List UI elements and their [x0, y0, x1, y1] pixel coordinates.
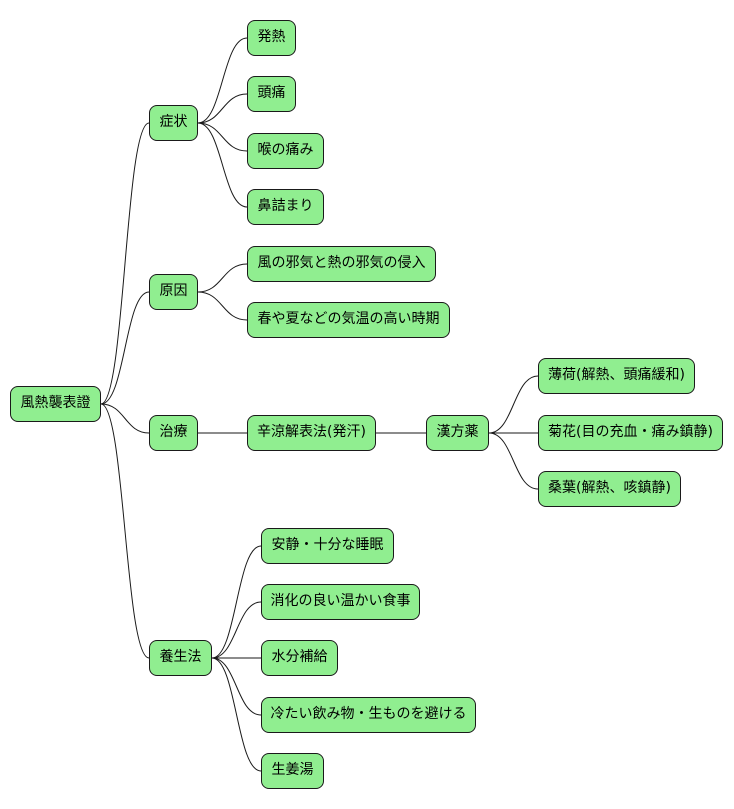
edge-branch-symptoms-to-symptom-fever — [197, 37, 248, 124]
selfcare-rest-sleep: 安静・十分な睡眠 — [261, 528, 394, 564]
herb-chrysanthemum: 菊花(目の充血・痛み鎮静) — [538, 415, 723, 451]
branch-symptoms: 症状 — [149, 105, 198, 141]
edge-root-node-to-branch-symptoms — [100, 122, 150, 405]
symptom-fever: 発熱 — [247, 20, 296, 56]
treatment-herbs-group: 漢方薬 — [426, 415, 489, 451]
herb-mulberry-leaf: 桑葉(解熱、咳鎮静) — [538, 471, 681, 507]
edge-branch-self-care-to-selfcare-rest-sleep — [211, 545, 262, 659]
edge-root-node-to-branch-treatment — [100, 403, 150, 434]
edge-branch-self-care-to-selfcare-ginger-tea — [211, 657, 262, 772]
edge-treatment-herbs-group-to-herb-peppermint — [488, 375, 539, 434]
selfcare-ginger-tea: 生姜湯 — [261, 753, 324, 789]
symptom-nasal-congestion: 鼻詰まり — [247, 189, 324, 225]
selfcare-hydration: 水分補給 — [261, 640, 338, 676]
edge-branch-self-care-to-selfcare-avoid-cold-raw — [211, 657, 262, 716]
edge-branch-symptoms-to-symptom-headache — [197, 93, 248, 124]
symptom-sore-throat: 喉の痛み — [247, 133, 324, 169]
edge-branch-cause-to-cause-wind-heat-invasion — [197, 263, 248, 293]
symptom-headache: 頭痛 — [247, 76, 296, 112]
edge-root-node-to-branch-cause — [100, 291, 150, 405]
cause-warm-season: 春や夏などの気温の高い時期 — [247, 302, 450, 338]
branch-cause: 原因 — [149, 274, 198, 310]
root-node: 風熱襲表證 — [10, 386, 101, 422]
selfcare-avoid-cold-raw: 冷たい飲み物・生ものを避ける — [261, 697, 476, 733]
selfcare-warm-meals: 消化の良い温かい食事 — [261, 584, 420, 620]
treatment-method: 辛涼解表法(発汗) — [247, 415, 376, 451]
branch-treatment: 治療 — [149, 415, 198, 451]
edge-branch-cause-to-cause-warm-season — [197, 291, 248, 321]
edge-treatment-herbs-group-to-herb-mulberry-leaf — [488, 432, 539, 490]
edge-branch-self-care-to-selfcare-warm-meals — [211, 601, 262, 659]
edge-root-node-to-branch-self-care — [100, 403, 150, 659]
edge-branch-symptoms-to-symptom-sore-throat — [197, 122, 248, 152]
branch-self-care: 養生法 — [149, 640, 212, 676]
herb-peppermint: 薄荷(解熱、頭痛緩和) — [538, 358, 695, 394]
edge-branch-symptoms-to-symptom-nasal-congestion — [197, 122, 248, 208]
cause-wind-heat-invasion: 風の邪気と熱の邪気の侵入 — [247, 246, 436, 282]
